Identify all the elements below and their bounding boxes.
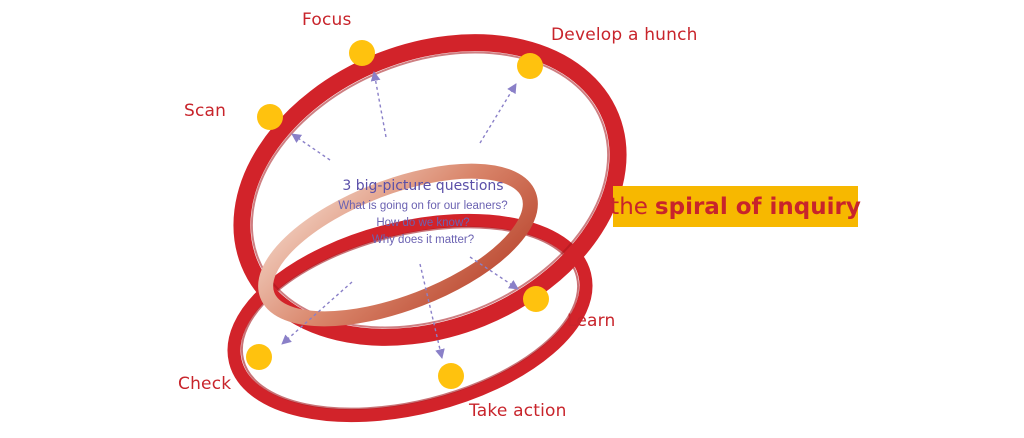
- arrow-to-take-action: [419, 263, 445, 359]
- label-take-action: Take action: [469, 401, 567, 421]
- arrow-to-focus: [370, 71, 387, 138]
- question-2: How do we know?: [376, 217, 470, 229]
- label-scan: Scan: [184, 101, 227, 121]
- title-prefix: the: [610, 193, 648, 220]
- upper-ring: [233, 34, 627, 346]
- node-develop-a-hunch: [517, 53, 543, 79]
- node-learn: [523, 286, 549, 312]
- arrow-to-scan: [291, 133, 331, 161]
- lower-ring: [227, 213, 593, 423]
- label-learn: Learn: [567, 311, 616, 331]
- center-questions: 3 big-picture questions What is going on…: [318, 178, 528, 249]
- arrow-to-hunch: [479, 83, 517, 144]
- arrows: [281, 71, 519, 359]
- question-1: What is going on for our leaners?: [338, 200, 508, 212]
- label-develop-a-hunch: Develop a hunch: [551, 25, 698, 45]
- node-scan: [257, 104, 283, 130]
- node-focus: [349, 40, 375, 66]
- arrow-to-learn: [469, 256, 519, 290]
- title-box: the spiral of inquiry: [610, 186, 861, 227]
- label-check: Check: [178, 374, 232, 394]
- center-title: 3 big-picture questions: [342, 178, 504, 194]
- inner-ring: [258, 163, 538, 327]
- question-3: Why does it matter?: [371, 234, 475, 246]
- label-focus: Focus: [302, 10, 352, 30]
- node-take-action: [438, 363, 464, 389]
- node-check: [246, 344, 272, 370]
- title-main: spiral of inquiry: [654, 193, 861, 220]
- nodes: [246, 40, 549, 389]
